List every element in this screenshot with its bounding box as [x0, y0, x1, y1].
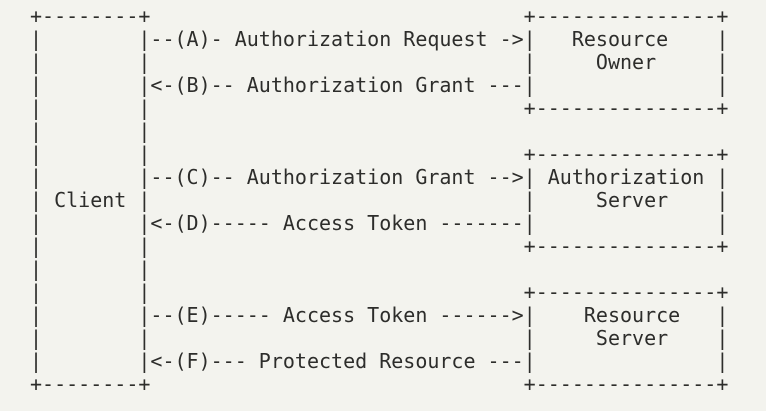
ascii-line: | | +---------------+ — [30, 234, 729, 258]
ascii-line: | | +---------------+ — [30, 280, 729, 304]
ascii-line: | |<-(F)--- Protected Resource ---| | — [30, 349, 729, 373]
ascii-line: | |--(E)----- Access Token ------>| Reso… — [30, 303, 729, 327]
ascii-line: | | — [30, 257, 151, 281]
ascii-line: | |<-(B)-- Authorization Grant ---| | — [30, 73, 729, 97]
ascii-line: | |<-(D)----- Access Token -------| | — [30, 211, 729, 235]
ascii-line: | Client | | Server | — [30, 188, 729, 212]
ascii-line: | | | Owner | — [30, 50, 729, 74]
ascii-line: +--------+ +---------------+ — [30, 372, 729, 396]
ascii-line: | | | Server | — [30, 326, 729, 350]
ascii-line: +--------+ +---------------+ — [30, 4, 729, 28]
ascii-line: | | +---------------+ — [30, 96, 729, 120]
ascii-line: | | +---------------+ — [30, 142, 729, 166]
ascii-line: | |--(C)-- Authorization Grant -->| Auth… — [30, 165, 729, 189]
ascii-line: | | — [30, 119, 151, 143]
ascii-art: +--------+ +---------------+| |--(A)- Au… — [30, 4, 729, 396]
ascii-line: | |--(A)- Authorization Request ->| Reso… — [30, 27, 729, 51]
